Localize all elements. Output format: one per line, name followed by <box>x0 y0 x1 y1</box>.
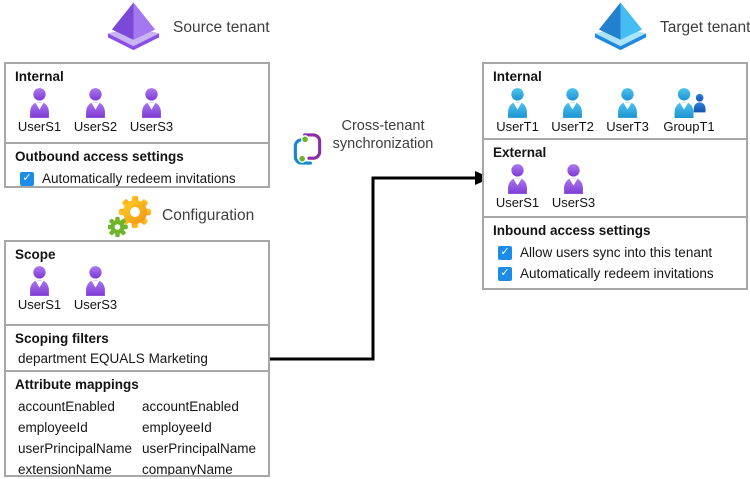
outbound-settings-title: Outbound access settings <box>15 149 184 164</box>
inbound-settings-section: Inbound access settings ✓ Allow users sy… <box>484 216 746 288</box>
source-tenant-header: Source tenant <box>105 1 270 55</box>
checkbox-label: Automatically redeem invitations <box>520 266 714 281</box>
mapping-target: accountEnabled <box>142 399 239 414</box>
user-icon <box>559 163 588 194</box>
user-label: UserS3 <box>129 119 174 134</box>
configuration-header: Configuration <box>108 195 254 237</box>
user-label: UserT2 <box>551 119 594 134</box>
user-item: UserS3 <box>549 163 598 210</box>
checkbox[interactable]: ✓ <box>498 245 512 260</box>
outbound-settings-section: Outbound access settings ✓ Automatically… <box>6 142 268 186</box>
user-item: UserS1 <box>15 87 64 134</box>
scope-users: UserS1 UserS3 <box>15 265 259 312</box>
user-label: UserS1 <box>495 195 540 210</box>
checkbox-row: ✓ Automatically redeem invitations <box>498 266 737 281</box>
user-label: UserS1 <box>17 297 62 312</box>
mapping-source: extensionName <box>18 462 112 475</box>
user-item: UserS1 <box>493 163 542 210</box>
user-label: UserT1 <box>496 119 539 134</box>
target-tenant-header: Target tenant <box>592 1 750 55</box>
user-item: UserS2 <box>71 87 120 134</box>
scope-section: Scope UserS1 UserS3 <box>6 242 268 324</box>
checkbox-label: Allow users sync into this tenant <box>520 245 713 260</box>
check-icon: ✓ <box>500 246 510 258</box>
user-label: UserS3 <box>551 195 596 210</box>
user-label: UserS3 <box>73 297 118 312</box>
sync-label-line1: Cross-tenant <box>341 118 425 134</box>
external-section: External UserS1 UserS3 <box>484 138 746 216</box>
internal-section: Internal UserS1 UserS2 UserS3 <box>6 64 268 142</box>
attribute-mappings-title: Attribute mappings <box>15 377 139 392</box>
target-tenant-icon <box>592 1 649 55</box>
target-tenant-box: Internal UserT1 UserT2 UserT3 GroupT1 <box>482 62 748 290</box>
user-label: UserT3 <box>606 119 649 134</box>
internal-section-title: Internal <box>15 69 64 84</box>
external-section-title: External <box>493 145 547 160</box>
target-tenant-label: Target tenant <box>660 19 750 36</box>
inbound-settings-title: Inbound access settings <box>493 223 651 238</box>
user-icon <box>25 87 54 118</box>
user-icon <box>503 87 532 118</box>
filter-expression: department EQUALS Marketing <box>18 351 208 366</box>
scoping-filters-section: Scoping filters department EQUALS Market… <box>6 324 268 370</box>
gear-icon <box>108 195 154 237</box>
mapping-target: employeeId <box>142 420 212 435</box>
user-icon <box>558 87 587 118</box>
internal-users: UserS1 UserS2 UserS3 <box>15 87 259 134</box>
mapping-source: employeeId <box>18 420 88 435</box>
user-icon <box>503 163 532 194</box>
source-tenant-box: Internal UserS1 UserS2 UserS3 Outbound a… <box>4 62 270 188</box>
sync-label: Cross-tenant synchronization <box>323 117 443 153</box>
internal-users: UserT1 UserT2 UserT3 GroupT1 <box>493 87 737 134</box>
user-icon <box>81 265 110 296</box>
mapping-source: accountEnabled <box>18 399 115 414</box>
user-icon <box>613 87 642 118</box>
group-item: GroupT1 <box>658 87 720 134</box>
sync-label-line2: synchronization <box>332 136 434 152</box>
user-item: UserS3 <box>71 265 120 312</box>
user-label: UserS1 <box>17 119 62 134</box>
group-icon <box>668 87 711 118</box>
scope-section-title: Scope <box>15 247 56 262</box>
attribute-mappings-section: Attribute mappings accountEnabled accoun… <box>6 370 268 475</box>
mapping-source: userPrincipalName <box>18 441 133 456</box>
user-item: UserS1 <box>15 265 64 312</box>
internal-section: Internal UserT1 UserT2 UserT3 GroupT1 <box>484 64 746 138</box>
check-icon: ✓ <box>22 172 32 184</box>
internal-section-title: Internal <box>493 69 542 84</box>
user-icon <box>81 87 110 118</box>
checkbox[interactable]: ✓ <box>20 171 34 186</box>
user-icon <box>137 87 166 118</box>
checkbox-label: Automatically redeem invitations <box>42 171 236 186</box>
source-tenant-icon <box>105 1 162 55</box>
mapping-target: userPrincipalName <box>142 441 257 456</box>
user-item: UserT2 <box>548 87 597 134</box>
scoping-filters-title: Scoping filters <box>15 331 109 346</box>
source-tenant-label: Source tenant <box>173 19 270 36</box>
attribute-mappings-grid: accountEnabled accountEnabled employeeId… <box>18 396 259 475</box>
check-icon: ✓ <box>500 267 510 279</box>
external-users: UserS1 UserS3 <box>493 163 737 210</box>
user-item: UserT3 <box>603 87 652 134</box>
checkbox[interactable]: ✓ <box>498 266 512 281</box>
mapping-target: companyName <box>142 462 233 475</box>
group-label: GroupT1 <box>663 119 715 134</box>
user-label: UserS2 <box>73 119 118 134</box>
user-item: UserS3 <box>127 87 176 134</box>
sync-icon <box>291 130 324 168</box>
checkbox-row: ✓ Automatically redeem invitations <box>20 171 259 186</box>
configuration-box: Scope UserS1 UserS3 Scoping filters depa… <box>4 240 270 477</box>
user-item: UserT1 <box>493 87 542 134</box>
checkbox-row: ✓ Allow users sync into this tenant <box>498 245 737 260</box>
configuration-label: Configuration <box>162 207 255 224</box>
flow-arrow <box>270 171 491 361</box>
user-icon <box>25 265 54 296</box>
